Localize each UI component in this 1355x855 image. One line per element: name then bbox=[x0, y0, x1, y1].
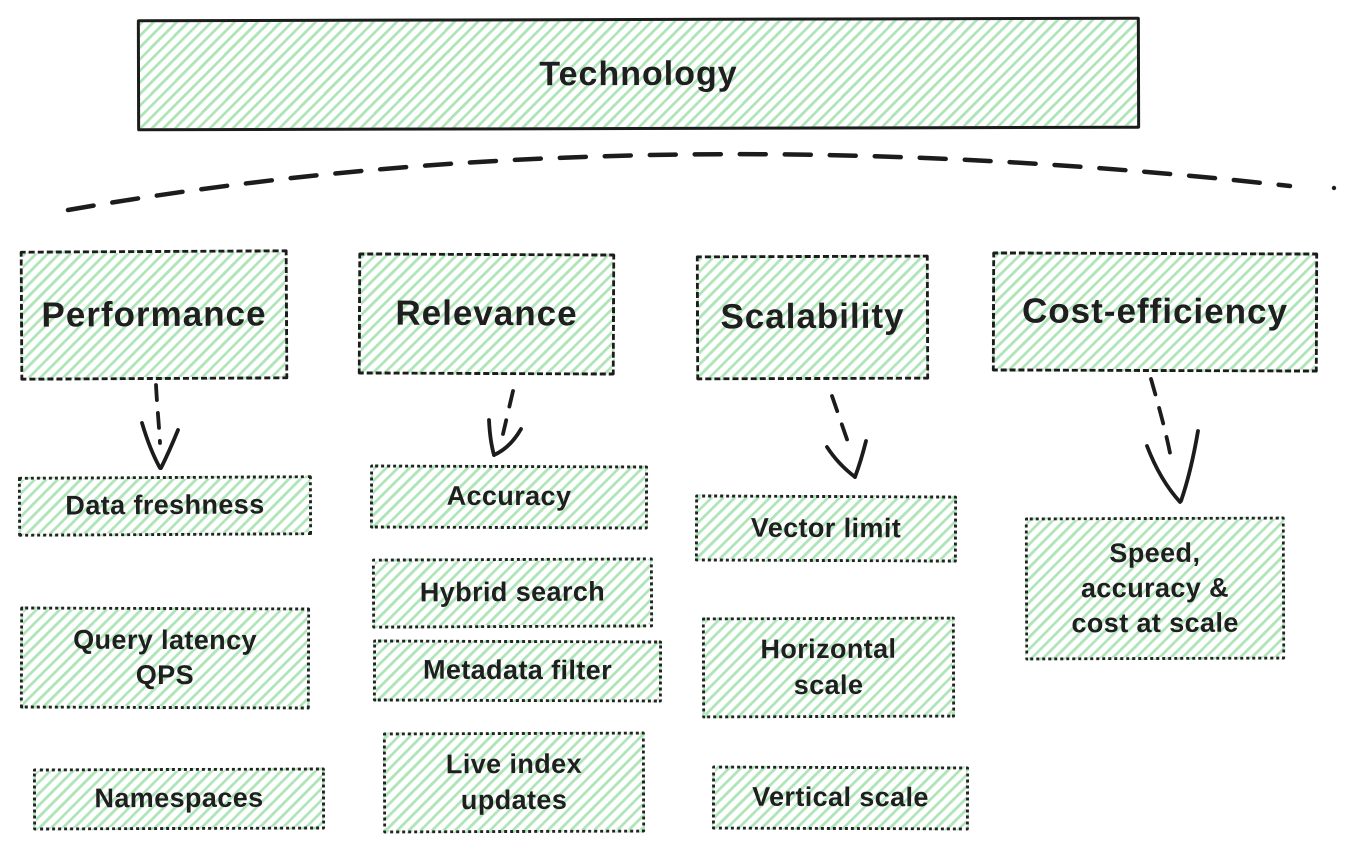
leaf-data-freshness: Data freshness bbox=[17, 475, 313, 537]
leaf-query-latency-qps: Query latency QPS bbox=[19, 606, 311, 710]
leaf-speed-accuracy-cost: Speed, accuracy & cost at scale bbox=[1024, 516, 1286, 661]
node-technology: Technology bbox=[136, 16, 1141, 132]
branch-cost-efficiency: Cost-efficiency bbox=[991, 251, 1319, 373]
leaf-vertical-scale: Vertical scale bbox=[711, 765, 970, 831]
leaf-live-index-updates: Live index updates bbox=[382, 731, 646, 834]
leaf-namespaces: Namespaces bbox=[32, 767, 326, 831]
edge-technology-fan bbox=[65, 151, 1293, 213]
leaf-horizontal-scale: Horizontal scale bbox=[701, 616, 956, 719]
branch-performance: Performance bbox=[19, 249, 289, 381]
branch-relevance: Relevance bbox=[357, 252, 616, 376]
arrow-scalability-to-items bbox=[825, 394, 868, 479]
leaf-hybrid-search: Hybrid search bbox=[371, 557, 654, 629]
leaf-accuracy: Accuracy bbox=[369, 464, 649, 530]
leaf-vector-limit: Vector limit bbox=[694, 494, 958, 563]
leaf-metadata-filter: Metadata filter bbox=[372, 639, 663, 703]
edge-technology-fan-end-dot bbox=[1331, 185, 1337, 191]
arrow-performance-to-items bbox=[140, 383, 180, 470]
arrow-cost-to-items bbox=[1145, 377, 1200, 504]
branch-scalability: Scalability bbox=[695, 254, 930, 381]
arrow-relevance-to-items bbox=[487, 389, 523, 457]
